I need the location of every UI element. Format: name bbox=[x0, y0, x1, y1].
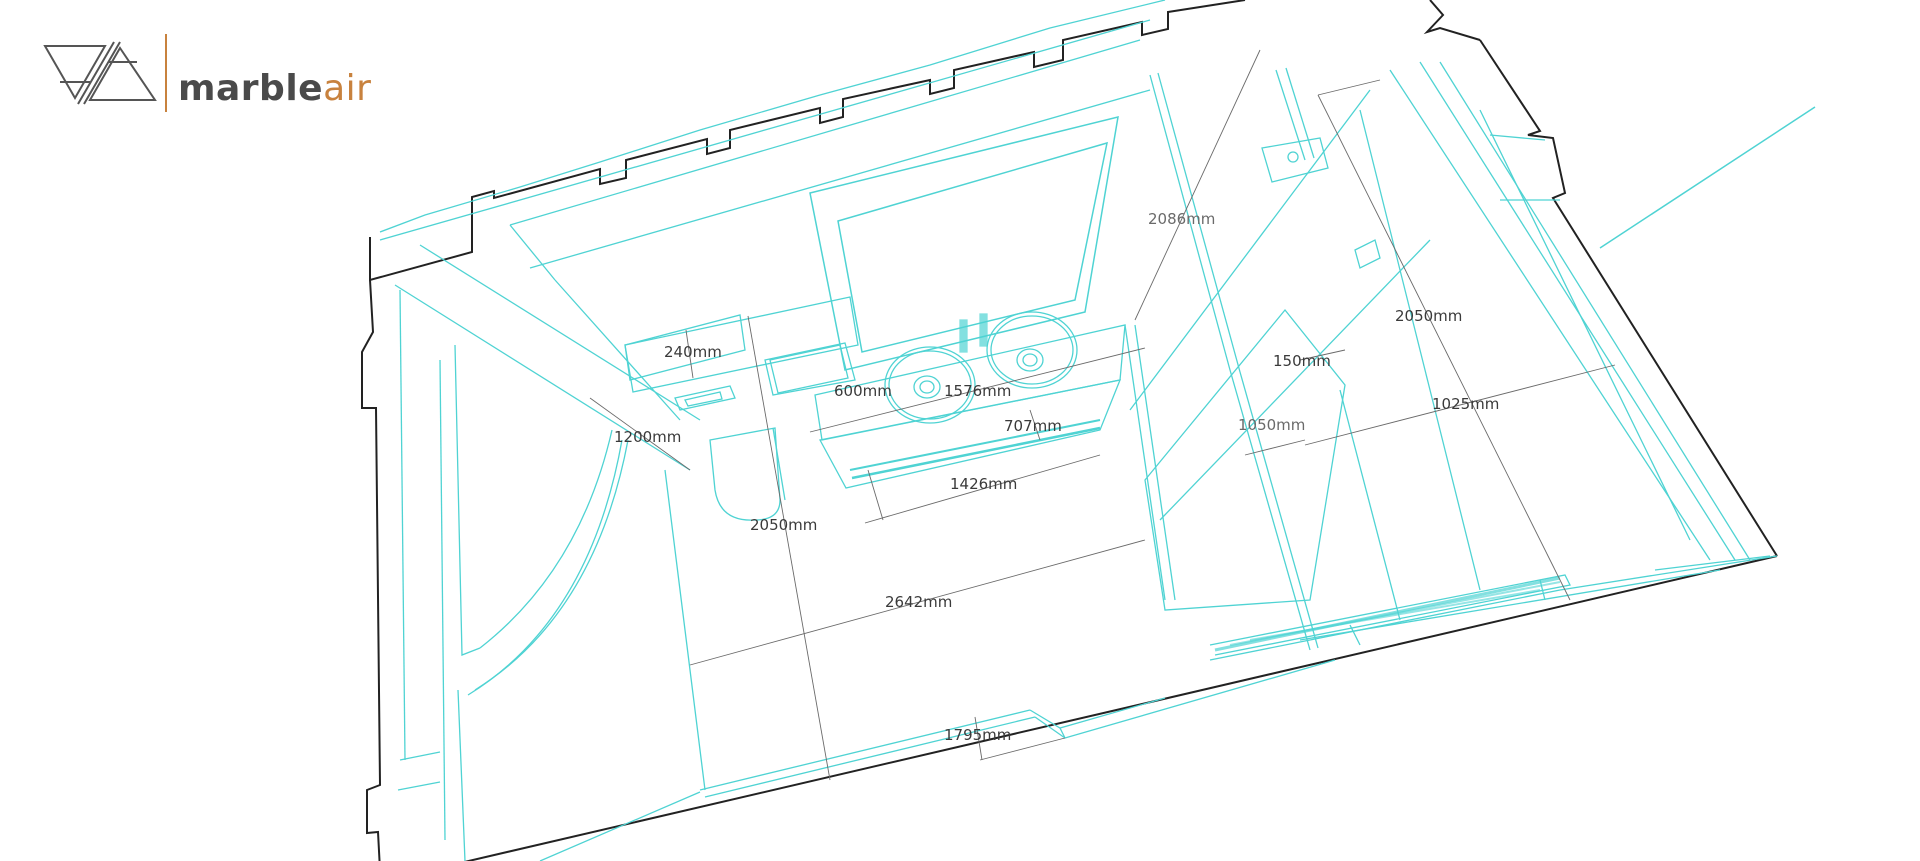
dimension-label-1576: 1576mm bbox=[944, 382, 1012, 400]
brand-logo bbox=[40, 30, 370, 120]
dimension-label-2050-shower: 2050mm bbox=[1395, 307, 1463, 325]
dimension-label-150: 150mm bbox=[1273, 352, 1331, 370]
dimension-label-1025: 1025mm bbox=[1432, 395, 1500, 413]
dimension-label-2050-toilet: 2050mm bbox=[750, 516, 818, 534]
dimension-label-240: 240mm bbox=[664, 343, 722, 361]
dimension-lines bbox=[589, 49, 1616, 781]
dimension-label-2642: 2642mm bbox=[885, 593, 953, 611]
dimension-label-600: 600mm bbox=[834, 382, 892, 400]
dimension-label-2086: 2086mm bbox=[1148, 210, 1216, 228]
brand-name-accent: air bbox=[323, 68, 372, 109]
dimension-label-1795: 1795mm bbox=[944, 726, 1012, 744]
fixture-lines bbox=[379, 0, 1816, 861]
brand-name-main: marble bbox=[178, 68, 324, 109]
dimension-label-1050: 1050mm bbox=[1238, 416, 1306, 434]
dimension-label-707: 707mm bbox=[1004, 417, 1062, 435]
triangles-logo-icon bbox=[43, 41, 157, 105]
dimension-label-1200: 1200mm bbox=[614, 428, 682, 446]
logo-divider bbox=[165, 34, 167, 112]
brand-name: marbleair bbox=[178, 68, 371, 109]
dimension-label-1426: 1426mm bbox=[950, 475, 1018, 493]
outer-walls bbox=[361, 0, 1778, 861]
